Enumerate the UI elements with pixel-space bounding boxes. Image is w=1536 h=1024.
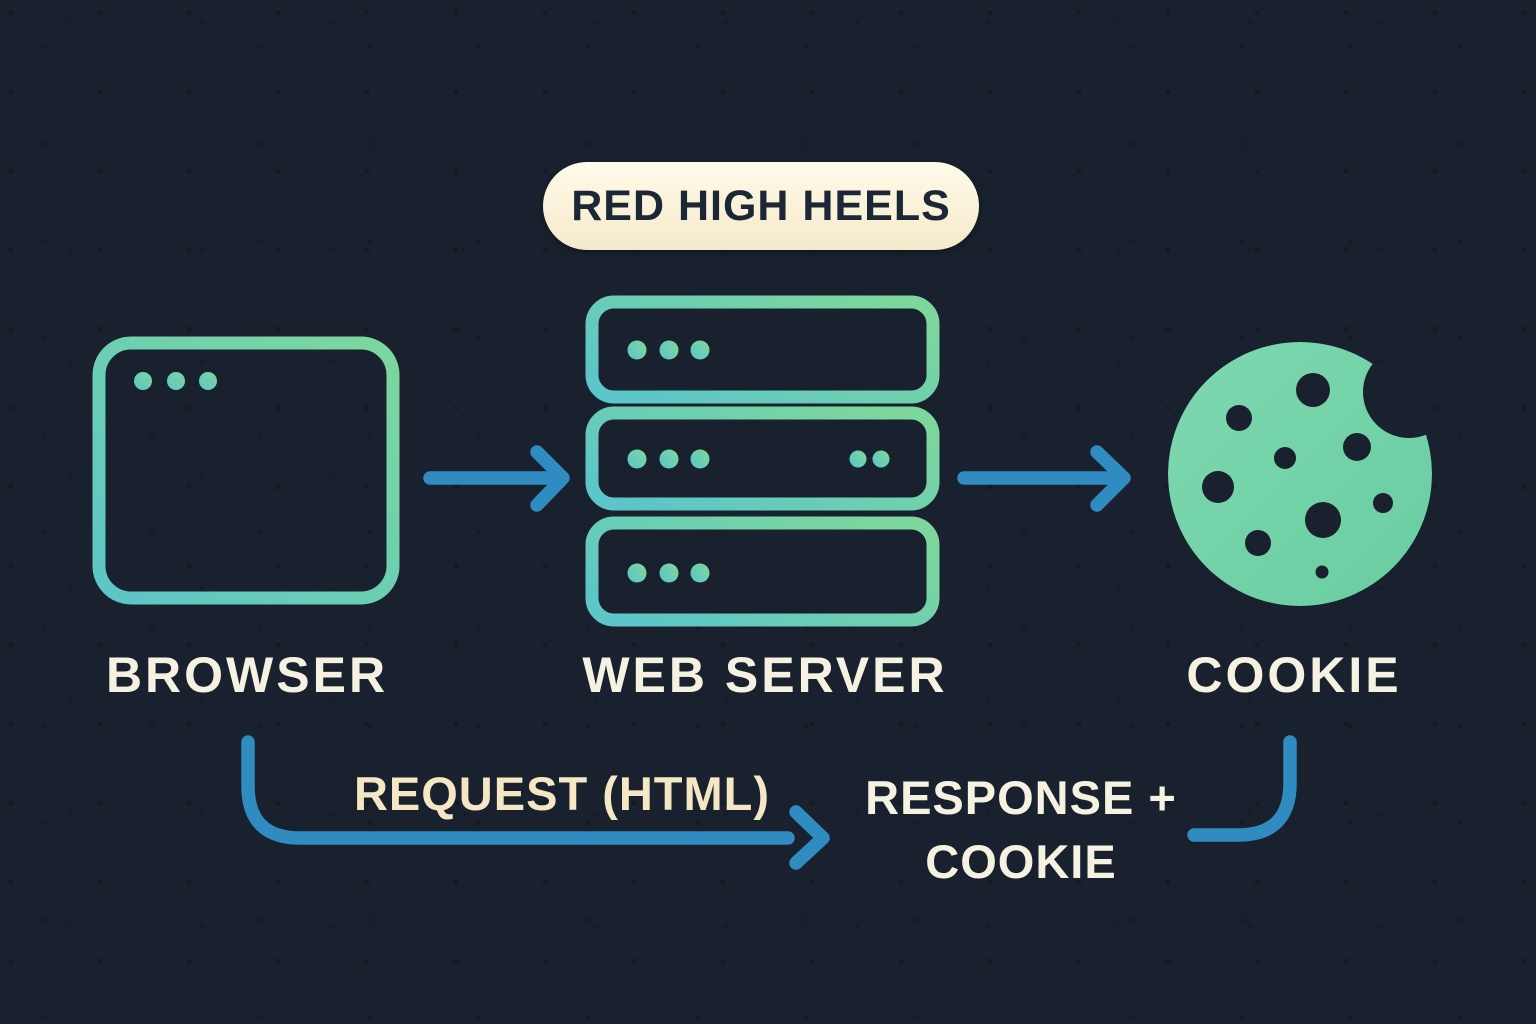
elbow-arrow-right-icon-request [241,735,830,870]
title-badge-label: RED HIGH HEELS [571,181,951,230]
cookie-bitten-icon [1168,342,1432,606]
elbow-connector-icon-response [1187,735,1297,842]
browser-window-icon [92,336,400,605]
response-flow-label: RESPONSE + COOKIE [821,766,1221,894]
cookie-label: COOKIE [1186,647,1402,703]
browser-label: BROWSER [105,647,389,703]
server-stack-icon [585,295,940,627]
web-server-label: WEB SERVER [582,647,948,703]
response-flow-label-line1: RESPONSE + [865,771,1177,824]
arrow-right-icon-server-to-cookie [957,445,1131,512]
request-flow-label: REQUEST (HTML) [353,767,771,820]
title-badge: RED HIGH HEELS [543,162,979,250]
arrow-right-icon-browser-to-server [423,445,570,512]
response-flow-label-line2: COOKIE [925,835,1117,888]
